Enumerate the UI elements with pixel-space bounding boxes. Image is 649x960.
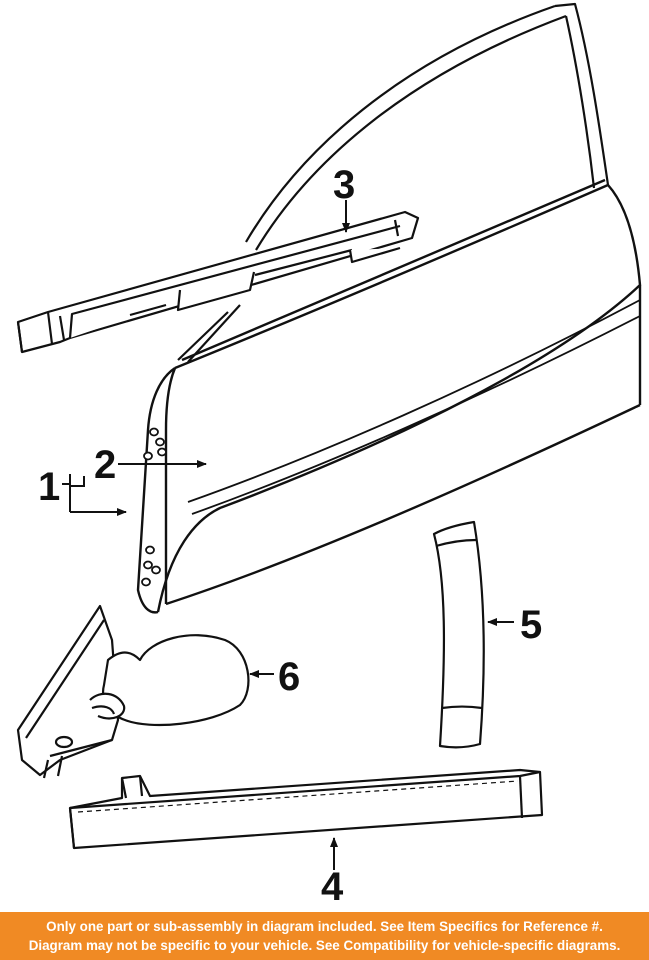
callout-1: 1	[38, 465, 60, 509]
callout-5: 5	[520, 603, 542, 647]
pillar-molding	[432, 520, 485, 749]
door-hinge-holes	[141, 427, 167, 587]
callout-2: 2	[94, 443, 116, 487]
notice-banner: Only one part or sub-assembly in diagram…	[0, 912, 649, 960]
notice-line-2: Diagram may not be specific to your vehi…	[28, 938, 621, 953]
parts-diagram: 1 2 3 4 5 6	[16, 2, 642, 909]
door-shell	[136, 178, 642, 614]
callout-6: 6	[278, 655, 300, 699]
callout-leaders	[62, 200, 514, 870]
door-window-frame	[177, 2, 610, 363]
callout-4: 4	[321, 865, 344, 909]
rocker-molding	[68, 768, 544, 850]
belt-weatherstrip	[16, 210, 420, 354]
callout-3: 3	[333, 163, 355, 207]
outside-mirror	[16, 604, 250, 779]
notice-line-1: Only one part or sub-assembly in diagram…	[46, 919, 603, 934]
